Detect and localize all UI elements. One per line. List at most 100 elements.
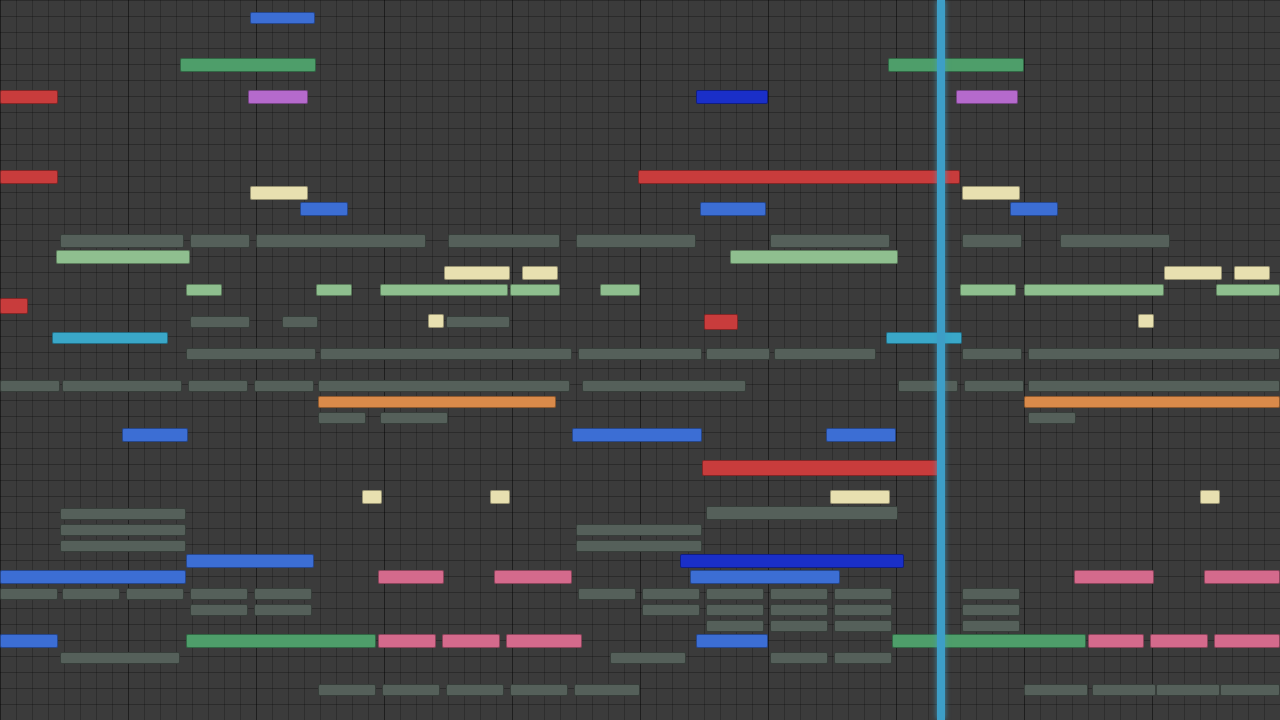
- clip[interactable]: [378, 634, 436, 648]
- playhead-marker[interactable]: [937, 0, 945, 720]
- clip[interactable]: [254, 588, 312, 600]
- clip[interactable]: [1204, 570, 1280, 584]
- clip[interactable]: [642, 604, 700, 616]
- clip[interactable]: [706, 506, 898, 520]
- clip[interactable]: [62, 588, 120, 600]
- clip[interactable]: [180, 58, 316, 72]
- clip[interactable]: [834, 652, 892, 664]
- clip[interactable]: [1024, 284, 1164, 296]
- clip[interactable]: [190, 316, 250, 328]
- clip[interactable]: [0, 380, 60, 392]
- clip[interactable]: [442, 634, 500, 648]
- clip[interactable]: [1216, 284, 1280, 296]
- clip[interactable]: [1164, 266, 1222, 280]
- clip[interactable]: [572, 428, 702, 442]
- clip[interactable]: [444, 266, 510, 280]
- clip[interactable]: [300, 202, 348, 216]
- clip[interactable]: [730, 250, 898, 264]
- clip[interactable]: [770, 234, 890, 248]
- clip[interactable]: [126, 588, 184, 600]
- clip[interactable]: [962, 604, 1020, 616]
- clip[interactable]: [582, 380, 746, 392]
- clip[interactable]: [318, 396, 556, 408]
- clip[interactable]: [690, 570, 840, 584]
- clip[interactable]: [446, 316, 510, 328]
- clip[interactable]: [1010, 202, 1058, 216]
- clip[interactable]: [888, 58, 1024, 72]
- clip[interactable]: [522, 266, 558, 280]
- clip[interactable]: [0, 634, 58, 648]
- clip[interactable]: [190, 234, 250, 248]
- clip[interactable]: [282, 316, 318, 328]
- clip[interactable]: [576, 524, 702, 536]
- clip[interactable]: [0, 170, 58, 184]
- clip[interactable]: [576, 234, 696, 248]
- clip[interactable]: [320, 348, 572, 360]
- clip[interactable]: [1074, 570, 1154, 584]
- clip[interactable]: [960, 284, 1016, 296]
- clip[interactable]: [382, 684, 440, 696]
- clip[interactable]: [250, 12, 315, 24]
- clip[interactable]: [186, 284, 222, 296]
- clip[interactable]: [256, 234, 426, 248]
- clip[interactable]: [1234, 266, 1270, 280]
- clip[interactable]: [834, 588, 892, 600]
- clip[interactable]: [610, 652, 686, 664]
- clip[interactable]: [962, 588, 1020, 600]
- clip[interactable]: [248, 90, 308, 104]
- clip[interactable]: [60, 508, 186, 520]
- clip[interactable]: [254, 604, 312, 616]
- clip[interactable]: [60, 234, 184, 248]
- clip[interactable]: [1028, 380, 1280, 392]
- clip[interactable]: [250, 186, 308, 200]
- clip[interactable]: [1060, 234, 1170, 248]
- clip[interactable]: [380, 412, 448, 424]
- clip[interactable]: [318, 684, 376, 696]
- clip[interactable]: [578, 348, 702, 360]
- clip[interactable]: [186, 348, 316, 360]
- clip[interactable]: [446, 684, 504, 696]
- clip[interactable]: [62, 380, 182, 392]
- clip[interactable]: [510, 684, 568, 696]
- clip[interactable]: [962, 620, 1020, 632]
- clip[interactable]: [706, 620, 764, 632]
- clip[interactable]: [122, 428, 188, 442]
- clip[interactable]: [1028, 412, 1076, 424]
- clip[interactable]: [706, 348, 770, 360]
- clip[interactable]: [892, 634, 1086, 648]
- clip[interactable]: [600, 284, 640, 296]
- clip[interactable]: [706, 588, 764, 600]
- clip[interactable]: [190, 588, 248, 600]
- clip[interactable]: [770, 604, 828, 616]
- clip[interactable]: [0, 298, 28, 314]
- clip[interactable]: [316, 284, 352, 296]
- clip[interactable]: [378, 570, 444, 584]
- clip[interactable]: [576, 540, 702, 552]
- clip[interactable]: [830, 490, 890, 504]
- clip[interactable]: [696, 634, 768, 648]
- clip[interactable]: [0, 570, 186, 584]
- clip[interactable]: [56, 250, 190, 264]
- clip[interactable]: [52, 332, 168, 344]
- clip[interactable]: [428, 314, 444, 328]
- clip[interactable]: [638, 170, 960, 184]
- clip[interactable]: [318, 380, 570, 392]
- clip[interactable]: [1028, 348, 1280, 360]
- clip[interactable]: [1088, 634, 1144, 648]
- clip[interactable]: [254, 380, 314, 392]
- clip[interactable]: [770, 652, 828, 664]
- clip[interactable]: [1150, 634, 1208, 648]
- clip[interactable]: [60, 540, 186, 552]
- clip[interactable]: [490, 490, 510, 504]
- clip[interactable]: [1200, 490, 1220, 504]
- clip[interactable]: [826, 428, 896, 442]
- clip[interactable]: [188, 380, 248, 392]
- clip[interactable]: [1024, 396, 1280, 408]
- clip[interactable]: [362, 490, 382, 504]
- clip[interactable]: [506, 634, 582, 648]
- clip[interactable]: [962, 186, 1020, 200]
- clip[interactable]: [704, 314, 738, 330]
- clip[interactable]: [964, 380, 1024, 392]
- clip[interactable]: [1092, 684, 1156, 696]
- clip[interactable]: [1220, 684, 1280, 696]
